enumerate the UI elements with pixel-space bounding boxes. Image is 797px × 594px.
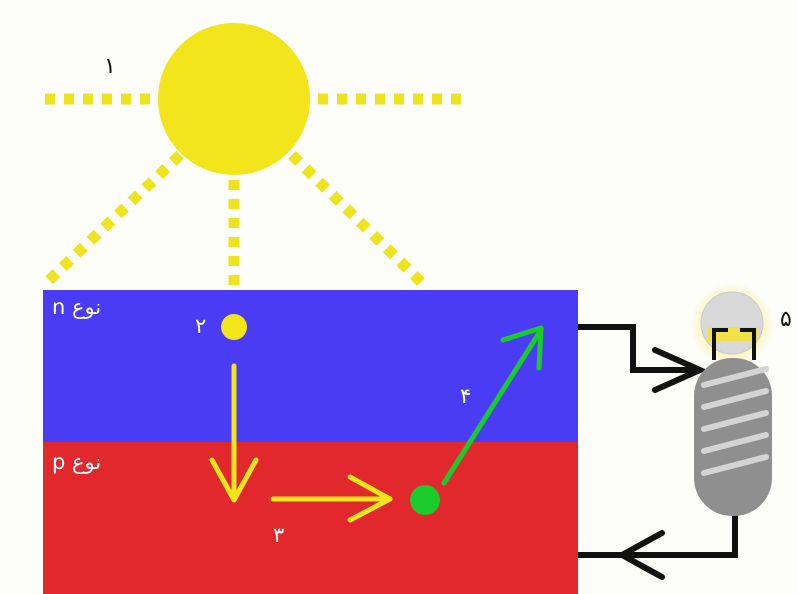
sun-ray-down-left bbox=[40, 151, 184, 289]
bulb-number-label: ۵ bbox=[780, 307, 792, 332]
sun-number-label: ١ bbox=[104, 54, 116, 79]
n-type-layer bbox=[43, 290, 578, 442]
hole bbox=[410, 485, 440, 515]
p-type-layer bbox=[43, 442, 578, 594]
arrow-hole-up bbox=[441, 325, 544, 486]
electron-number-label: ٢ bbox=[195, 314, 207, 338]
arrow-electron-down bbox=[209, 363, 259, 503]
electron bbox=[221, 314, 247, 340]
sun-ray-down-right bbox=[288, 151, 428, 289]
arrow-4-number-label: ۴ bbox=[460, 384, 472, 408]
sun-icon bbox=[158, 23, 310, 175]
n-layer-label: نوع n bbox=[52, 295, 102, 319]
wire-bottom bbox=[578, 515, 738, 580]
arrow-3-number-label: ٣ bbox=[273, 523, 285, 547]
light-bulb-icon bbox=[690, 283, 774, 516]
p-layer-label: نوع p bbox=[52, 450, 102, 474]
arrow-electron-right bbox=[270, 474, 393, 523]
sun-rays bbox=[40, 93, 466, 289]
wire-top bbox=[578, 324, 708, 393]
